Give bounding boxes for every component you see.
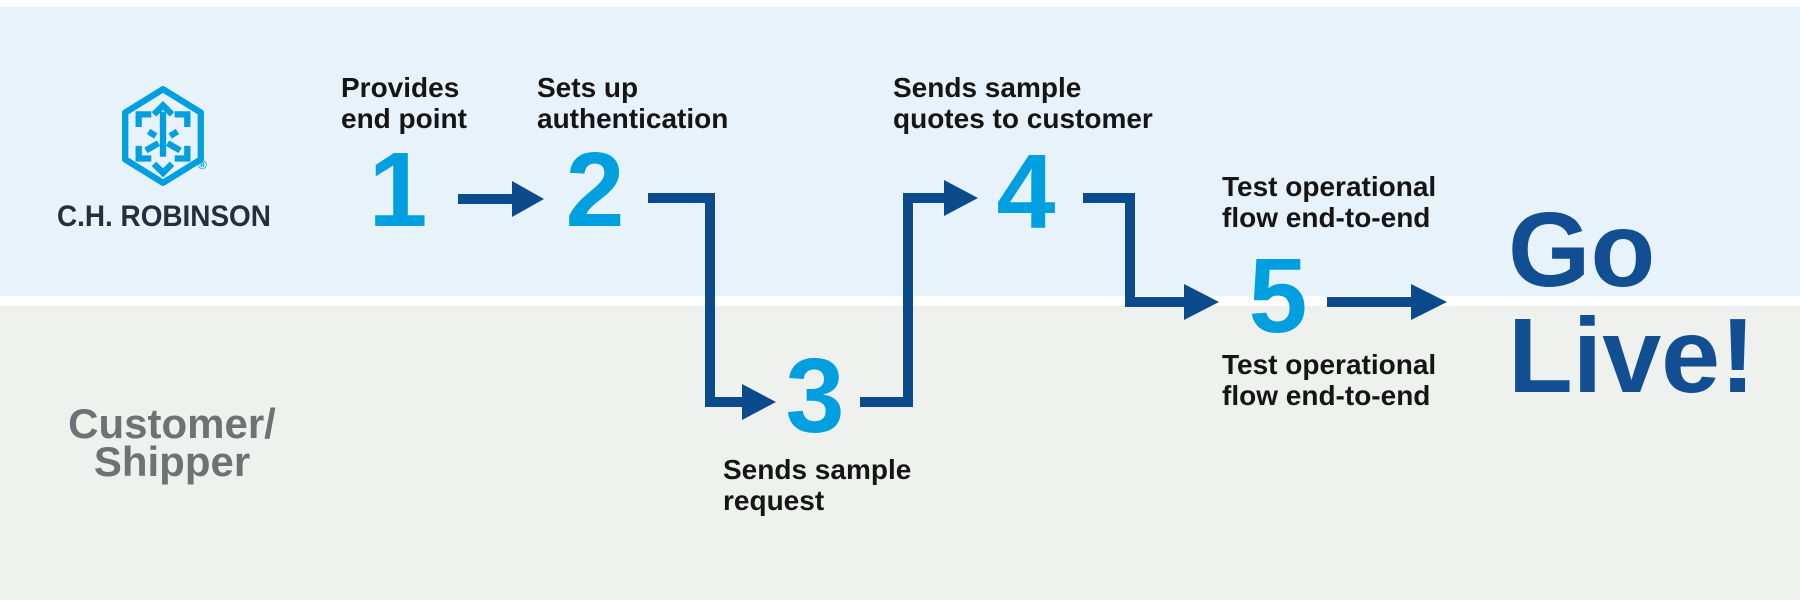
- arrow-2-to-3: [648, 193, 776, 420]
- lane-ch-robinson: [0, 7, 1800, 296]
- step-3-label: Sends sample request: [723, 454, 912, 516]
- step-3-number: 3: [785, 337, 845, 455]
- customer-shipper-label: Customer/ Shipper: [68, 400, 276, 485]
- arrow-1-to-2: [458, 181, 544, 217]
- lane-divider: [0, 296, 1800, 306]
- step-2-number: 2: [565, 131, 625, 249]
- chr-hexagon-arrows-icon: [122, 86, 204, 186]
- chr-logo: [118, 84, 208, 188]
- arrow-4-to-5: [1083, 193, 1219, 320]
- step-2-label: Sets up authentication: [537, 72, 729, 134]
- step-5-label-top: Test operational flow end-to-end: [1222, 171, 1437, 233]
- arrow-3-to-4: [860, 180, 978, 407]
- lane-customer-shipper: [0, 306, 1800, 600]
- step-1-number: 1: [368, 131, 428, 249]
- step-1-label: Provides end point: [341, 72, 467, 134]
- step-4-label: Sends sample quotes to customer: [893, 72, 1153, 134]
- step-4-number: 4: [996, 133, 1056, 251]
- step-5-label-bottom: Test operational flow end-to-end: [1222, 349, 1437, 411]
- chr-wordmark: C.H. ROBINSON: [57, 200, 271, 233]
- arrow-5-to-golive: [1327, 284, 1447, 320]
- step-5-number: 5: [1248, 237, 1308, 355]
- go-live-text: Go Live!: [1508, 191, 1756, 415]
- registered-trademark: ®: [198, 158, 207, 172]
